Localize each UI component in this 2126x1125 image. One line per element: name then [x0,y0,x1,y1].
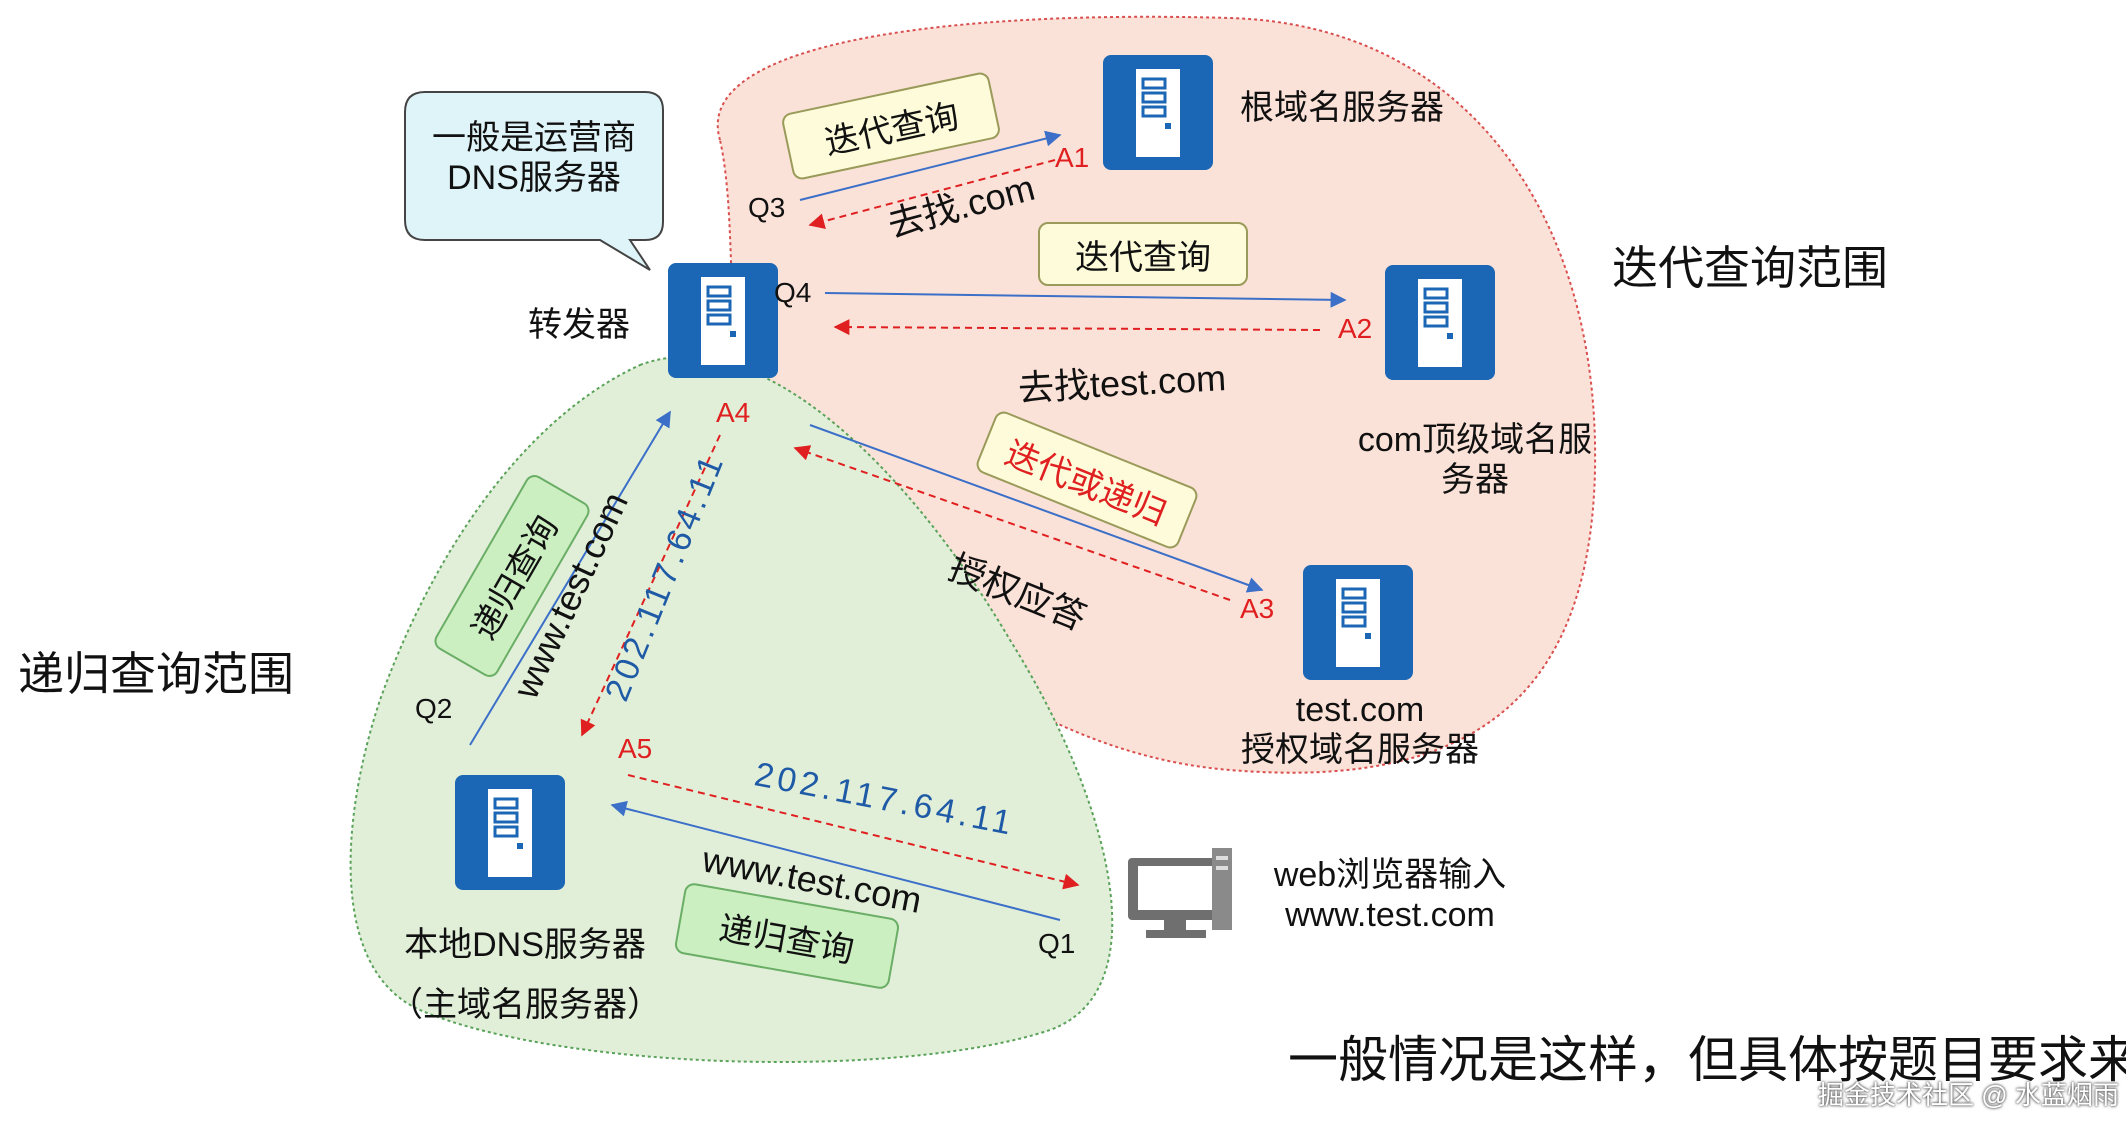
local-dns-server-icon [453,773,567,892]
root-server-label: 根域名服务器 [1240,89,1444,127]
arrow-q2 [469,410,671,746]
step-a2: A2 [1338,313,1373,344]
local-dns-label-line-2: （主域名服务器） [389,986,661,1024]
browser-label-line-2: www.test.com [1285,896,1495,934]
auth-server-label-line-1: test.com [1295,691,1425,729]
auth-server-label-line-2: 授权域名服务器 [1241,731,1479,769]
message-go-test-com: 去找test.com [1017,357,1227,409]
arrow-a5 [627,774,1080,890]
forwarder-server-icon [666,261,780,380]
com-server-label-line-1: com顶级域名服 [1357,421,1593,459]
step-q2: Q2 [415,693,453,724]
computer-icon [1128,848,1232,938]
arrow-iter-or-rec [809,424,1264,593]
tag-iterative-query-2: 迭代查询 [1038,222,1248,286]
arrow-a3 [793,445,1231,601]
step-q3: Q3 [748,192,786,223]
step-a4: A4 [716,397,751,428]
local-dns-label-line-1: 本地DNS服务器 [404,926,646,964]
step-a1: A1 [1055,142,1090,173]
step-q1: Q1 [1038,928,1076,959]
auth-server-label: test.com 授权域名服务器 [1220,690,1500,770]
callout-line-2: DNS服务器 [447,159,621,197]
step-a3: A3 [1240,593,1275,624]
step-a5: A5 [618,733,653,764]
callout-line-1: 一般是运营商 [432,119,636,157]
com-server-label-line-2: 务器 [1441,461,1509,499]
arrow-q3 [799,130,1062,201]
watermark: 掘金技术社区 @ 水蓝烟雨 [1818,1080,2119,1110]
com-server-label: com顶级域名服 务器 [1340,420,1610,500]
arrow-q4 [824,291,1347,308]
footer-note: 一般情况是这样，但具体按题目要求来。 [1288,1032,2126,1088]
browser-label-line-1: web浏览器输入 [1273,856,1507,894]
recursive-region-label: 递归查询范围 [18,648,294,700]
arrow-a2 [833,319,1321,336]
callout-text: 一般是运营商 DNS服务器 [405,118,663,198]
local-dns-label: 本地DNS服务器 （主域名服务器） [380,915,670,1035]
step-q4: Q4 [774,277,812,308]
com-server-icon [1383,263,1497,382]
arrow-a1 [808,159,1056,230]
root-server-icon [1101,53,1215,172]
forwarder-label: 转发器 [528,306,630,344]
callout-bubble [404,91,664,271]
auth-server-icon [1301,563,1415,682]
iterative-region-label: 迭代查询范围 [1612,242,1888,294]
arrow-q1 [610,800,1061,921]
browser-label: web浏览器输入 www.test.com [1255,855,1525,935]
